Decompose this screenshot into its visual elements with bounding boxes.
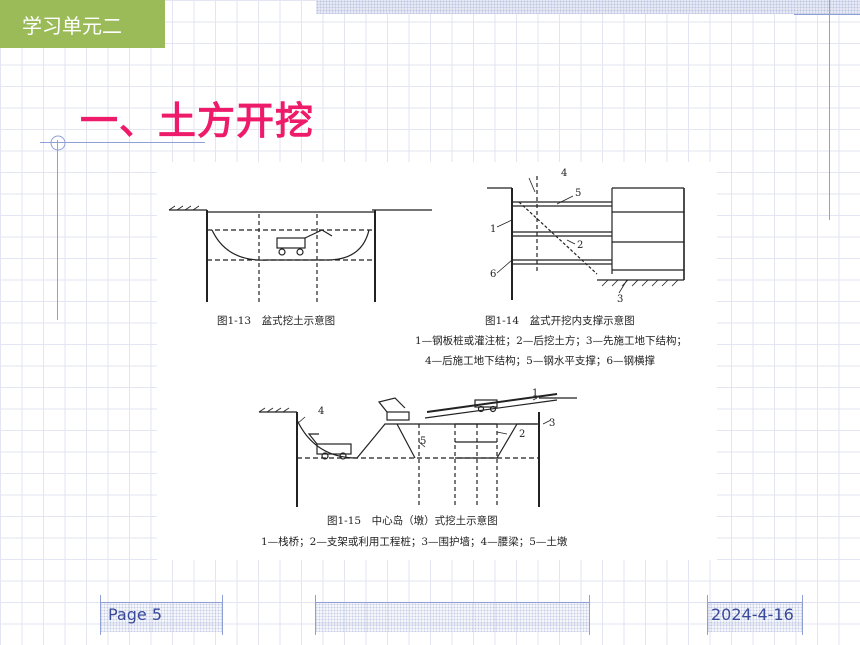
fig13-caption: 图1-13 盆式挖土示意图 xyxy=(217,314,335,327)
fig14-label-5: 5 xyxy=(575,188,581,199)
footer-center-box xyxy=(315,602,590,632)
fig14-label-1: 1 xyxy=(490,224,496,235)
fig14-label-3: 3 xyxy=(617,294,623,305)
fig14-drawing xyxy=(487,176,685,300)
footer-page-box-right xyxy=(222,595,223,635)
footer-date-box xyxy=(707,602,803,632)
fig14-label-6: 6 xyxy=(490,269,496,280)
fig14-label-4: 4 xyxy=(561,168,567,179)
top-decorative-bar xyxy=(316,0,860,14)
fig15-label-3: 3 xyxy=(549,418,555,429)
footer-date: 2024-4-16 xyxy=(711,605,794,624)
fig14-legend-line1: 1—钢板桩或灌注桩；2—后挖土方；3—先施工地下结构； xyxy=(415,334,687,347)
excavation-diagrams: 4 5 1 2 6 3 1 2 3 4 5 图1-13 盆式挖土示意图 图1-1… xyxy=(168,168,687,548)
fig15-drawing xyxy=(258,393,577,507)
unit-label-tab: 学习单元二 xyxy=(0,0,165,48)
fig13-drawing xyxy=(168,205,432,302)
excavation-figure: 4 5 1 2 6 3 1 2 3 4 5 图1-13 盆式挖土示意图 图1-1… xyxy=(157,162,717,560)
fig15-label-4: 4 xyxy=(318,406,324,417)
footer-date-box-left xyxy=(707,595,708,635)
fig14-caption: 图1-14 盆式开挖内支撑示意图 xyxy=(485,314,635,327)
left-frame-line xyxy=(57,140,58,320)
title-underline xyxy=(40,142,205,143)
slide-title: 一、土方开挖 xyxy=(80,99,315,143)
right-frame-line-top xyxy=(794,14,860,15)
fig15-legend: 1—栈桥；2—支架或利用工程桩；3—围护墙；4—腰梁；5—土墩 xyxy=(261,535,568,548)
fig14-label-2: 2 xyxy=(577,240,583,251)
unit-label: 学习单元二 xyxy=(22,13,122,38)
footer-center-box-right xyxy=(589,595,590,635)
crosshair-icon xyxy=(50,135,66,151)
fig15-label-1: 1 xyxy=(532,388,538,399)
footer-page-number: Page 5 xyxy=(108,605,162,624)
fig15-caption: 图1-15 中心岛（墩）式挖土示意图 xyxy=(327,514,498,527)
fig15-label-5: 5 xyxy=(420,436,426,447)
fig15-label-2: 2 xyxy=(519,429,525,440)
fig14-legend-line2: 4—后施工地下结构；5—钢水平支撑；6—钢横撑 xyxy=(425,354,656,367)
footer-center-box-left xyxy=(315,595,316,635)
footer-date-box-right xyxy=(802,595,803,635)
right-frame-line xyxy=(829,0,830,220)
footer-page-box-left xyxy=(100,595,101,635)
footer-page-box xyxy=(100,602,223,632)
